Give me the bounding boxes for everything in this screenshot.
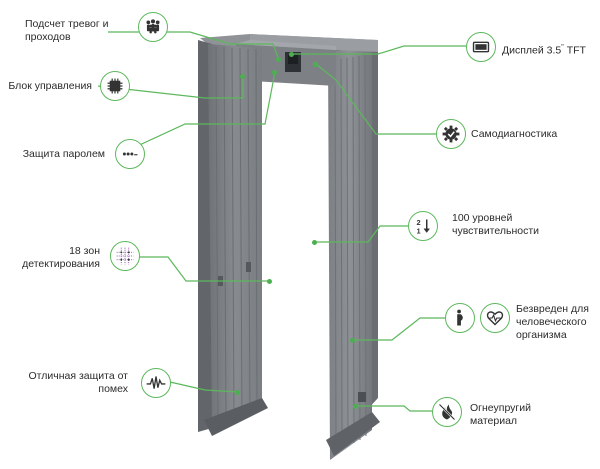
fireproof-label: Огнеупругий материал — [470, 402, 531, 427]
callout-dot — [235, 390, 240, 395]
heart-pulse-icon — [480, 303, 510, 333]
harmless-label: Безвреден для человеческого организма — [516, 303, 589, 341]
interference-label: Отличная защита от помех — [28, 370, 128, 395]
display-label: Дисплей 3.5" TFT — [502, 41, 597, 58]
callout-dot — [267, 279, 272, 284]
display-inch-mark: " — [561, 44, 564, 51]
callout-dot — [353, 404, 358, 409]
callout-dot — [289, 52, 294, 57]
control-unit-label: Блок управления — [8, 80, 92, 92]
display-label-unit: TFT — [566, 44, 586, 57]
callout-dot — [240, 74, 245, 79]
svg-text:2: 2 — [416, 218, 420, 227]
callout-dot — [312, 240, 317, 245]
password-dots-icon — [115, 139, 145, 169]
display-label-main: Дисплей 3.5 — [502, 44, 562, 57]
display-screen-icon — [466, 32, 496, 62]
flame-crossed-icon — [432, 397, 462, 427]
alarm-counter-label: Подсчет тревог и проходов — [25, 18, 109, 43]
chip-icon — [100, 71, 130, 101]
signal-wave-icon — [141, 368, 171, 398]
callout-dot — [276, 57, 281, 62]
callout-dot — [272, 70, 277, 75]
people-group-icon — [138, 12, 168, 42]
callout-dot — [350, 338, 355, 343]
pregnant-person-icon — [445, 303, 475, 333]
gear-check-icon — [436, 119, 466, 149]
zones-label: 18 зон детектирования — [22, 245, 100, 270]
right-pillar — [328, 46, 372, 460]
sensitivity-label: 100 уровней чувствительности — [452, 212, 540, 237]
svg-text:1: 1 — [416, 226, 420, 235]
grid-zones-icon — [110, 241, 140, 271]
selfdiag-label: Самодиагностика — [471, 128, 558, 140]
callout-dot — [313, 62, 318, 67]
password-label: Защита паролем — [22, 148, 105, 160]
